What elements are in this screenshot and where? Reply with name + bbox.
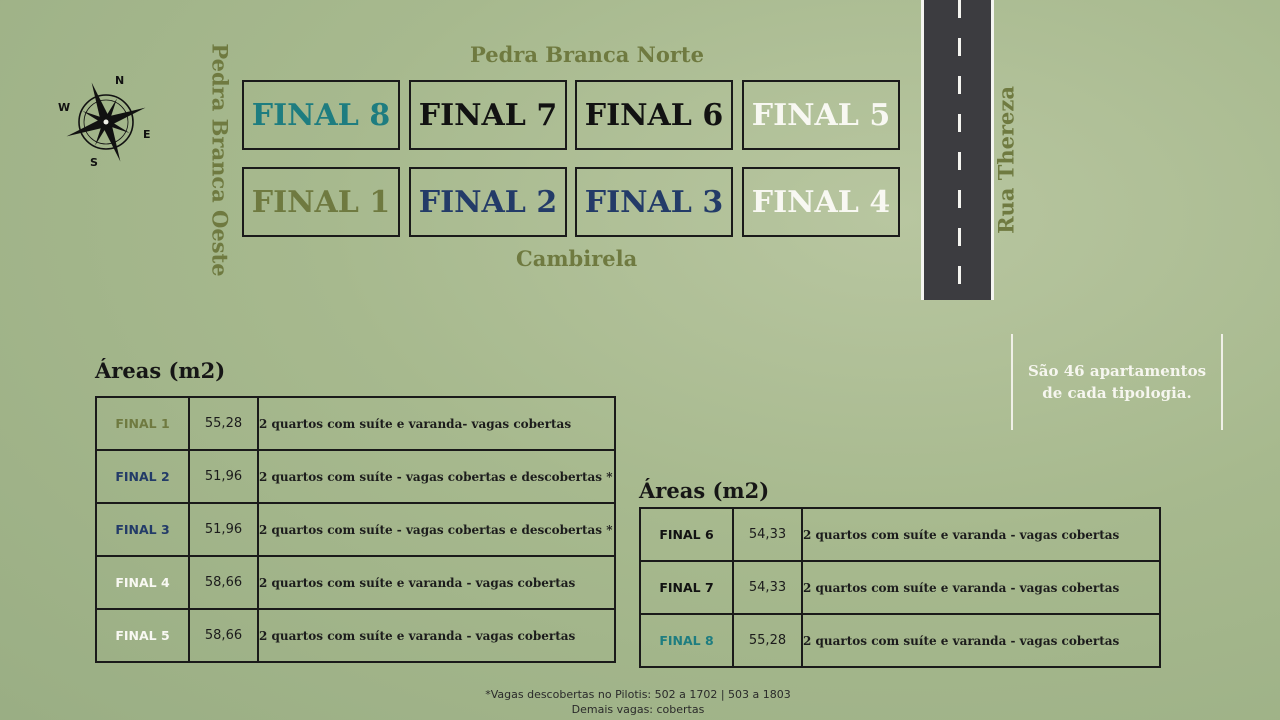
final-cell: FINAL 6: [639, 507, 734, 562]
lot-final-1: FINAL 1: [242, 167, 400, 237]
street-label-north: Pedra Branca Norte: [470, 42, 704, 67]
table-row: FINAL 3 51,96 2 quartos com suíte - vaga…: [95, 502, 616, 557]
lot-final-2: FINAL 2: [409, 167, 567, 237]
areas-title-right: Áreas (m2): [639, 478, 770, 503]
description-cell: 2 quartos com suíte - vagas cobertas e d…: [257, 449, 616, 504]
lot-label: FINAL 1: [251, 184, 391, 220]
compass-rose-graphic: [66, 82, 146, 162]
compass-east-label: E: [143, 128, 151, 141]
area-cell: 58,66: [188, 608, 259, 663]
lot-label: FINAL 6: [584, 97, 724, 133]
area-cell: 54,33: [732, 507, 803, 562]
final-cell: FINAL 4: [95, 555, 190, 610]
final-cell: FINAL 2: [95, 449, 190, 504]
final-cell: FINAL 5: [95, 608, 190, 663]
description-cell: 2 quartos com suíte e varanda - vagas co…: [801, 560, 1161, 615]
description-cell: 2 quartos com suíte e varanda - vagas co…: [801, 507, 1161, 562]
description-cell: 2 quartos com suíte e varanda - vagas co…: [257, 608, 616, 663]
table-row: FINAL 5 58,66 2 quartos com suíte e vara…: [95, 608, 616, 663]
final-cell: FINAL 7: [639, 560, 734, 615]
compass-north-label: N: [115, 74, 125, 87]
final-cell: FINAL 3: [95, 502, 190, 557]
street-label-south: Cambirela: [516, 246, 638, 271]
final-cell: FINAL 1: [95, 396, 190, 451]
table-row: FINAL 8 55,28 2 quartos com suíte e vara…: [639, 613, 1161, 668]
table-row: FINAL 7 54,33 2 quartos com suíte e vara…: [639, 560, 1161, 615]
description-cell: 2 quartos com suíte - vagas cobertas e d…: [257, 502, 616, 557]
compass-rose-icon: N S E W: [56, 72, 156, 172]
info-box: São 46 apartamentos de cada tipologia.: [1011, 334, 1223, 430]
areas-table-left: FINAL 1 55,28 2 quartos com suíte e vara…: [95, 396, 616, 663]
description-cell: 2 quartos com suíte e varanda- vagas cob…: [257, 396, 616, 451]
lot-final-6: FINAL 6: [575, 80, 733, 150]
table-row: FINAL 2 51,96 2 quartos com suíte - vaga…: [95, 449, 616, 504]
area-cell: 51,96: [188, 449, 259, 504]
table-row: FINAL 1 55,28 2 quartos com suíte e vara…: [95, 396, 616, 451]
road: [921, 0, 994, 300]
lot-final-4: FINAL 4: [742, 167, 900, 237]
lot-final-3: FINAL 3: [575, 167, 733, 237]
lot-final-8: FINAL 8: [242, 80, 400, 150]
info-line-1: São 46 apartamentos: [1027, 362, 1207, 380]
lot-final-5: FINAL 5: [742, 80, 900, 150]
lot-label: FINAL 2: [418, 184, 558, 220]
lot-label: FINAL 8: [251, 97, 391, 133]
table-row: FINAL 4 58,66 2 quartos com suíte e vara…: [95, 555, 616, 610]
lot-label: FINAL 5: [751, 97, 891, 133]
area-cell: 55,28: [732, 613, 803, 668]
area-cell: 54,33: [732, 560, 803, 615]
table-row: FINAL 6 54,33 2 quartos com suíte e vara…: [639, 507, 1161, 562]
compass-west-label: W: [58, 101, 71, 114]
street-label-east: Rua Thereza: [993, 86, 1019, 234]
description-cell: 2 quartos com suíte e varanda - vagas co…: [801, 613, 1161, 668]
footnote-line-1: *Vagas descobertas no Pilotis: 502 a 170…: [485, 688, 791, 701]
areas-table-right: FINAL 6 54,33 2 quartos com suíte e vara…: [639, 507, 1161, 668]
info-line-2: de cada tipologia.: [1042, 384, 1192, 402]
area-cell: 51,96: [188, 502, 259, 557]
final-cell: FINAL 8: [639, 613, 734, 668]
street-label-west: Pedra Branca Oeste: [207, 43, 233, 277]
road-center-line: [958, 0, 961, 300]
footnote-line-2: Demais vagas: cobertas: [571, 703, 705, 716]
lot-label: FINAL 4: [751, 184, 891, 220]
area-cell: 55,28: [188, 396, 259, 451]
description-cell: 2 quartos com suíte e varanda - vagas co…: [257, 555, 616, 610]
lot-label: FINAL 3: [584, 184, 724, 220]
areas-title-left: Áreas (m2): [95, 358, 226, 383]
area-cell: 58,66: [188, 555, 259, 610]
lot-label: FINAL 7: [418, 97, 558, 133]
lot-final-7: FINAL 7: [409, 80, 567, 150]
compass-south-label: S: [90, 156, 98, 169]
